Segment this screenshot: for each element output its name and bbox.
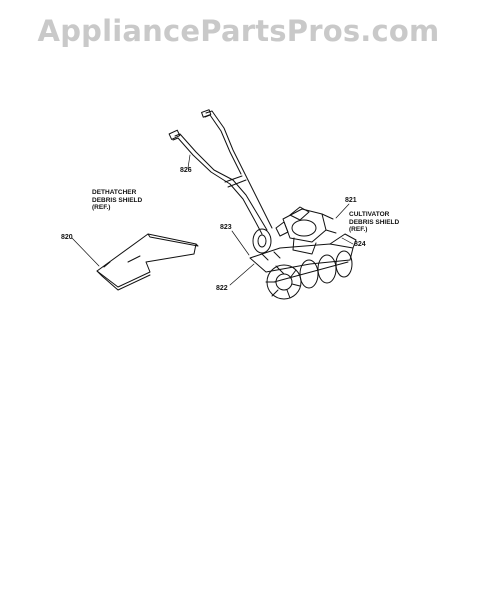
- watermark-text: AppliancePartsPros.com: [37, 14, 440, 48]
- cultivator-label-line-2: DEBRIS SHIELD: [349, 218, 400, 226]
- transport-wheel: [252, 228, 272, 254]
- handlebar-assembly: [168, 109, 273, 235]
- tines: [265, 250, 353, 300]
- dethatcher-shield-label: DETHATCHER DEBRIS SHIELD (REF.): [92, 189, 142, 212]
- engine-assembly: [275, 206, 337, 255]
- cultivator-label-line-1: CULTIVATOR: [349, 211, 390, 218]
- leader-lines: [71, 154, 354, 286]
- callout-821: 821: [345, 197, 357, 204]
- cultivator-label-line-3: (REF.): [349, 226, 368, 233]
- dethatcher-label-line-2: DEBRIS SHIELD: [92, 196, 143, 204]
- cultivator-shield-label: CULTIVATOR DEBRIS SHIELD (REF.): [349, 211, 399, 234]
- dethatcher-shield-plate: [96, 233, 199, 291]
- dethatcher-label-line-3: (REF.): [92, 204, 111, 211]
- callout-826: 826: [180, 167, 192, 174]
- callout-822: 822: [216, 285, 228, 292]
- callout-824: 824: [354, 241, 366, 248]
- callout-820: 820: [61, 234, 73, 241]
- callout-823: 823: [220, 224, 232, 231]
- dethatcher-label-line-1: DETHATCHER: [92, 189, 137, 196]
- tine-housing: [249, 233, 357, 273]
